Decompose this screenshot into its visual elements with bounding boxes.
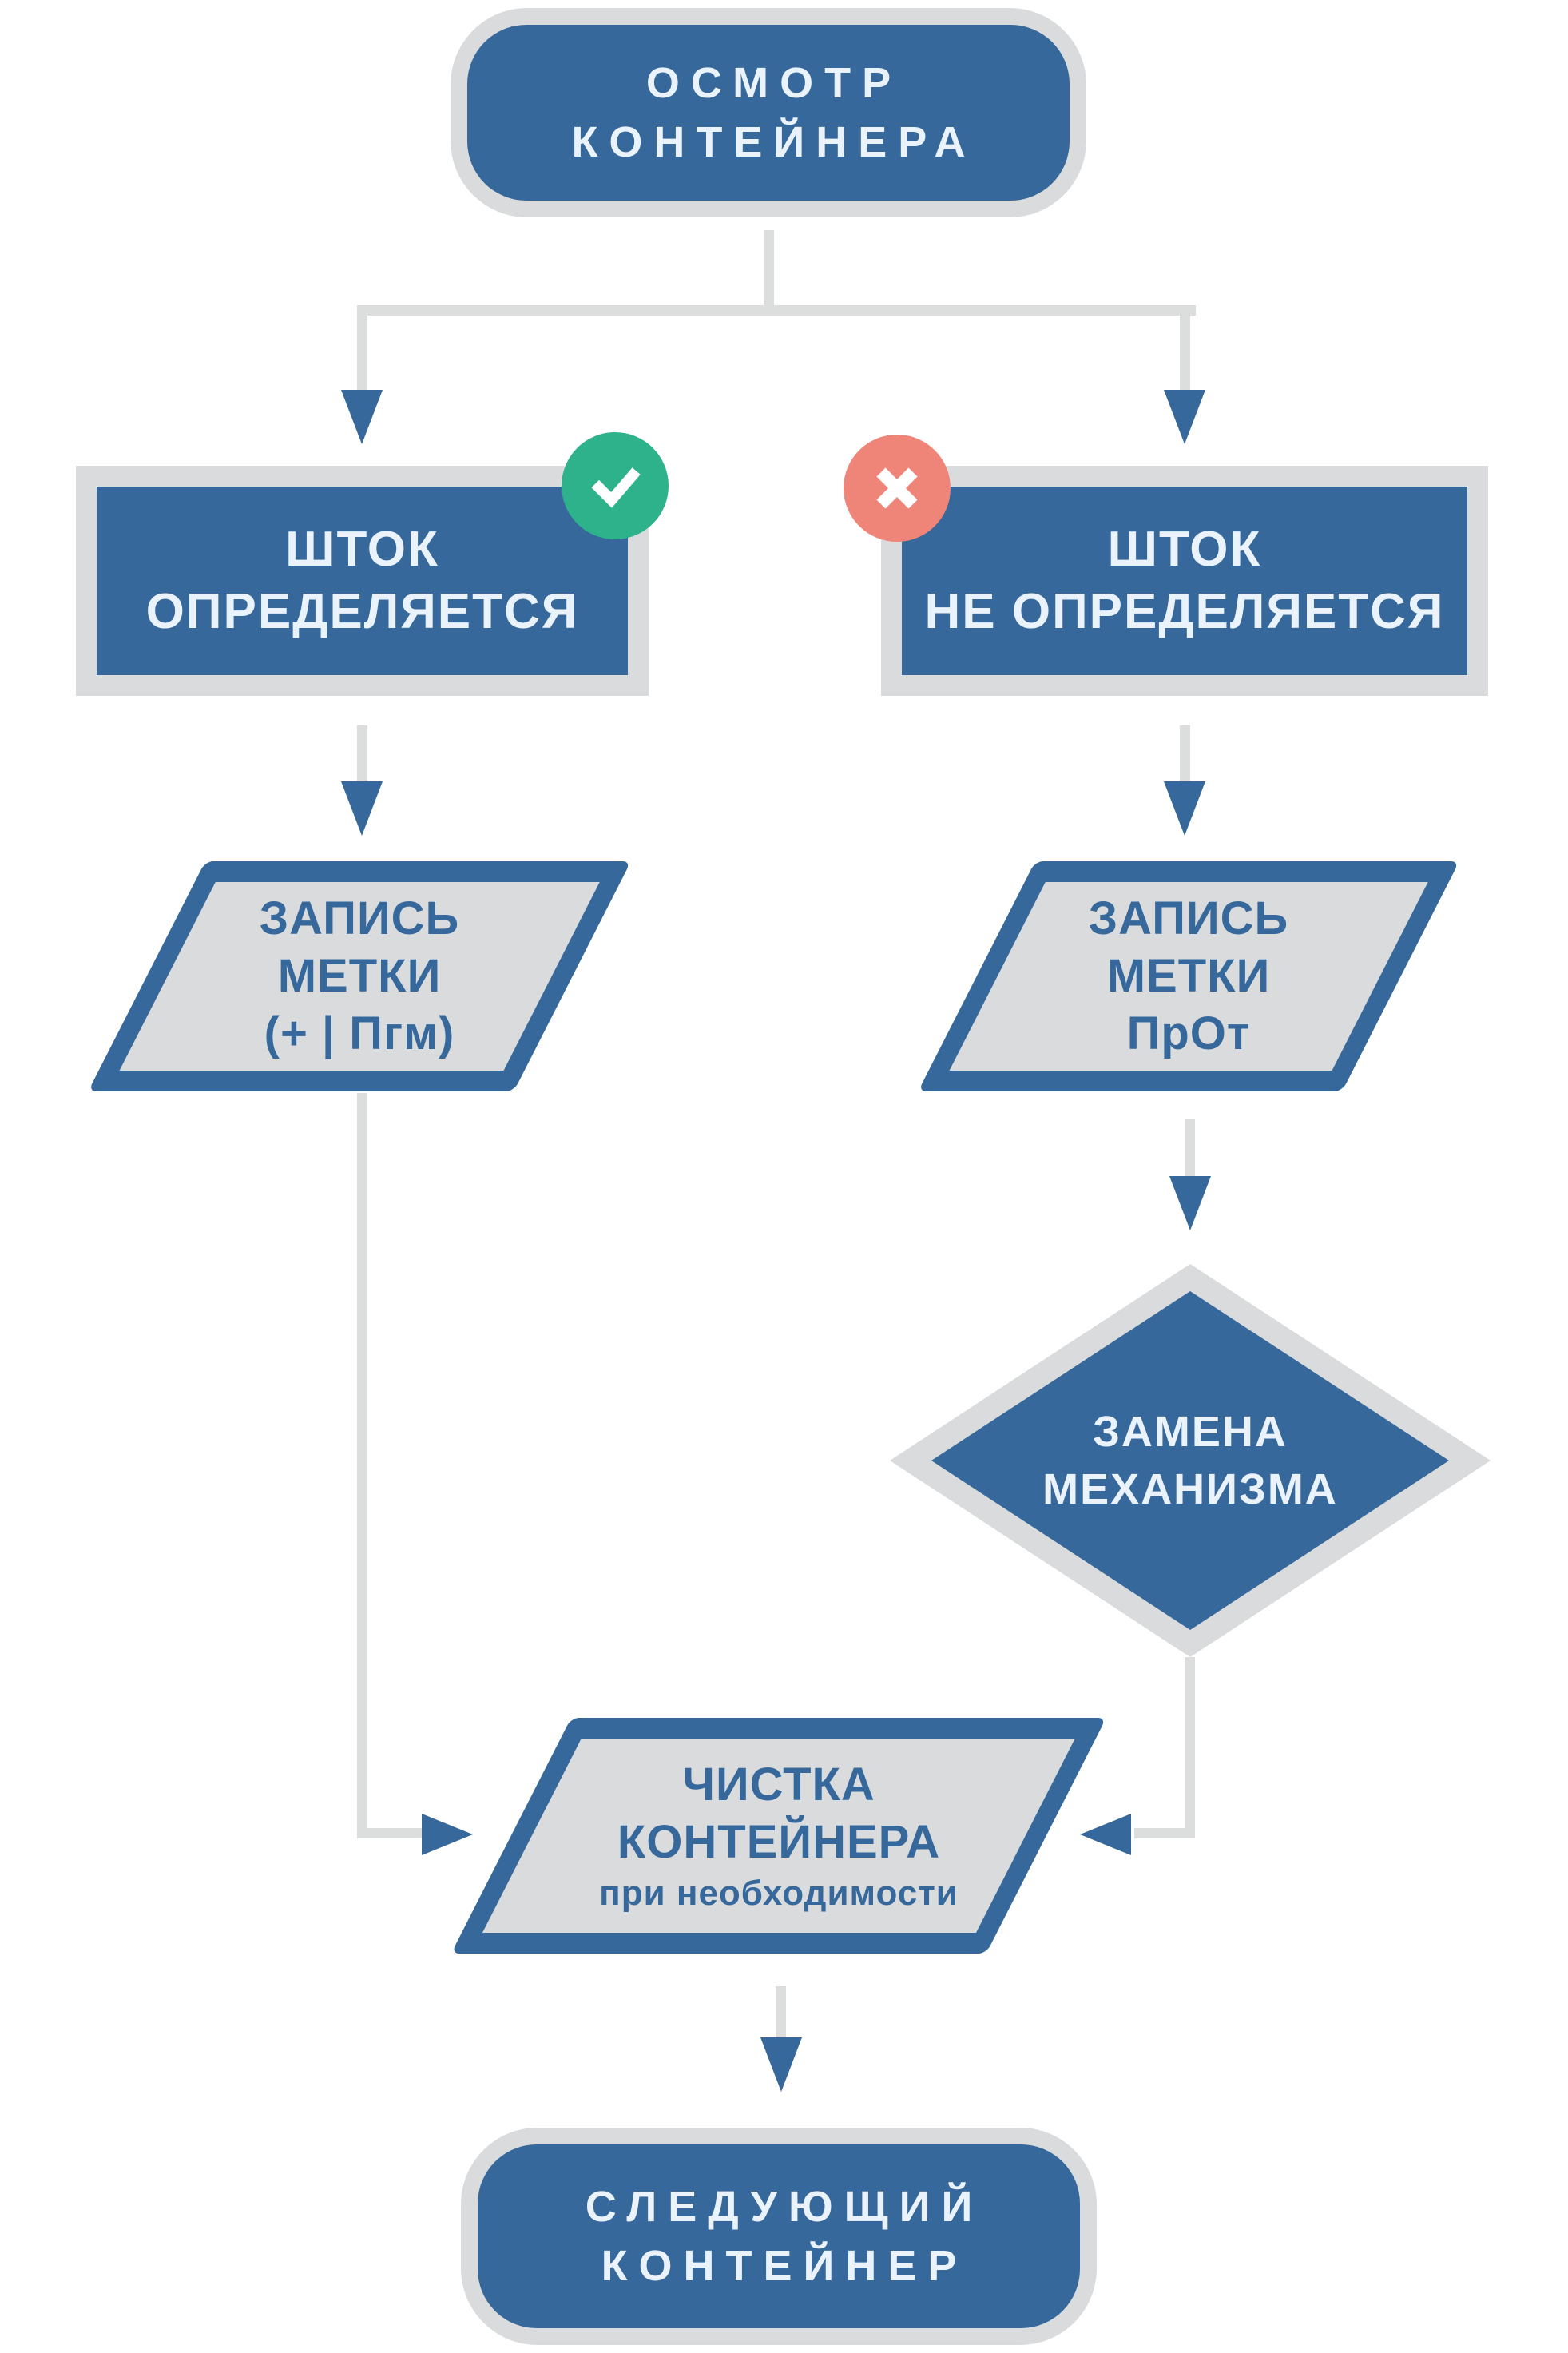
connector-split-left-line	[357, 305, 367, 390]
connector-split-horizontal-line	[357, 305, 1196, 316]
connector-right-elbow-horizontal-line	[1134, 1828, 1195, 1838]
error-badge	[844, 435, 951, 542]
node-rod-not-detected-body: ШТОК НЕ ОПРЕДЕЛЯЕТСЯ	[902, 487, 1467, 675]
connector-diamond-stub-line	[1185, 1119, 1195, 1176]
node-record-label-pgm-line3: (+ | Пгм)	[264, 1008, 455, 1059]
cross-icon	[876, 467, 918, 509]
node-record-label-prot-text: ЗАПИСЬ МЕТКИ ПрОт	[918, 861, 1459, 1091]
connector-left-elbow-horizontal-line	[357, 1828, 424, 1838]
connector-diamond-stub-arrowhead	[1169, 1176, 1211, 1230]
node-record-label-pgm-line1: ЗАПИСЬ	[259, 892, 460, 944]
node-next-container-label-line2: КОНТЕЙНЕР	[601, 2242, 968, 2290]
connector-left-stub-line	[357, 725, 367, 781]
connector-bottom-arrowhead	[760, 2037, 802, 2092]
success-badge	[562, 432, 669, 539]
node-start-terminal-body: ОСМОТР КОНТЕЙНЕРА	[467, 25, 1070, 201]
node-start-label-line1: ОСМОТР	[645, 59, 903, 107]
connector-left-stub-arrowhead	[341, 781, 383, 836]
node-replace-mechanism-line1: ЗАМЕНА	[1093, 1408, 1288, 1456]
connector-diamond-down-line	[1185, 1657, 1195, 1838]
node-clean-container-line1: ЧИСТКА	[682, 1758, 875, 1810]
node-rod-not-detected-label-line2: НЕ ОПРЕДЕЛЯЕТСЯ	[924, 584, 1445, 639]
node-rod-detected-label-line1: ШТОК	[285, 522, 439, 577]
connector-bottom-line	[776, 1986, 786, 2037]
node-rod-not-detected-label-line1: ШТОК	[1107, 522, 1262, 577]
node-replace-mechanism-shape: ЗАМЕНА МЕХАНИЗМА	[890, 1264, 1491, 1657]
check-icon	[591, 467, 641, 508]
node-rod-not-detected-box: ШТОК НЕ ОПРЕДЕЛЯЕТСЯ	[881, 466, 1488, 696]
connector-right-stub-line	[1180, 725, 1190, 781]
node-rod-detected-box: ШТОК ОПРЕДЕЛЯЕТСЯ	[76, 466, 649, 696]
connector-start-down-line	[764, 230, 774, 306]
node-next-container-terminal-body: СЛЕДУЮЩИЙ КОНТЕЙНЕР	[478, 2144, 1080, 2328]
node-start-terminal: ОСМОТР КОНТЕЙНЕРА	[451, 8, 1086, 217]
connector-right-stub-arrowhead	[1164, 781, 1205, 836]
node-record-label-prot-line1: ЗАПИСЬ	[1088, 892, 1289, 944]
node-record-label-pgm-line2: МЕТКИ	[277, 950, 442, 1002]
node-clean-container-line2: КОНТЕЙНЕРА	[617, 1815, 941, 1868]
connector-left-long-vertical-line	[357, 1093, 367, 1838]
node-replace-mechanism-text: ЗАМЕНА МЕХАНИЗМА	[890, 1264, 1491, 1657]
connector-split-left-arrowhead	[341, 390, 383, 444]
node-next-container-label-line1: СЛЕДУЮЩИЙ	[585, 2183, 984, 2231]
node-start-label-line2: КОНТЕЙНЕРА	[571, 118, 977, 166]
node-clean-container-text: ЧИСТКА КОНТЕЙНЕРА при необходимости	[451, 1718, 1106, 1954]
node-record-label-prot-line3: ПрОт	[1126, 1008, 1251, 1059]
node-clean-container-line3: при необходимости	[599, 1873, 959, 1913]
node-rod-detected-body: ШТОК ОПРЕДЕЛЯЕТСЯ	[97, 487, 628, 675]
node-record-label-prot-line2: МЕТКИ	[1106, 950, 1271, 1002]
node-next-container-terminal: СЛЕДУЮЩИЙ КОНТЕЙНЕР	[461, 2128, 1097, 2345]
node-rod-detected-label-line2: ОПРЕДЕЛЯЕТСЯ	[145, 584, 579, 639]
connector-split-right-line	[1180, 305, 1190, 390]
node-replace-mechanism-line2: МЕХАНИЗМА	[1042, 1465, 1338, 1513]
node-record-label-pgm-text: ЗАПИСЬ МЕТКИ (+ | Пгм)	[88, 861, 631, 1091]
connector-split-right-arrowhead	[1164, 390, 1205, 444]
